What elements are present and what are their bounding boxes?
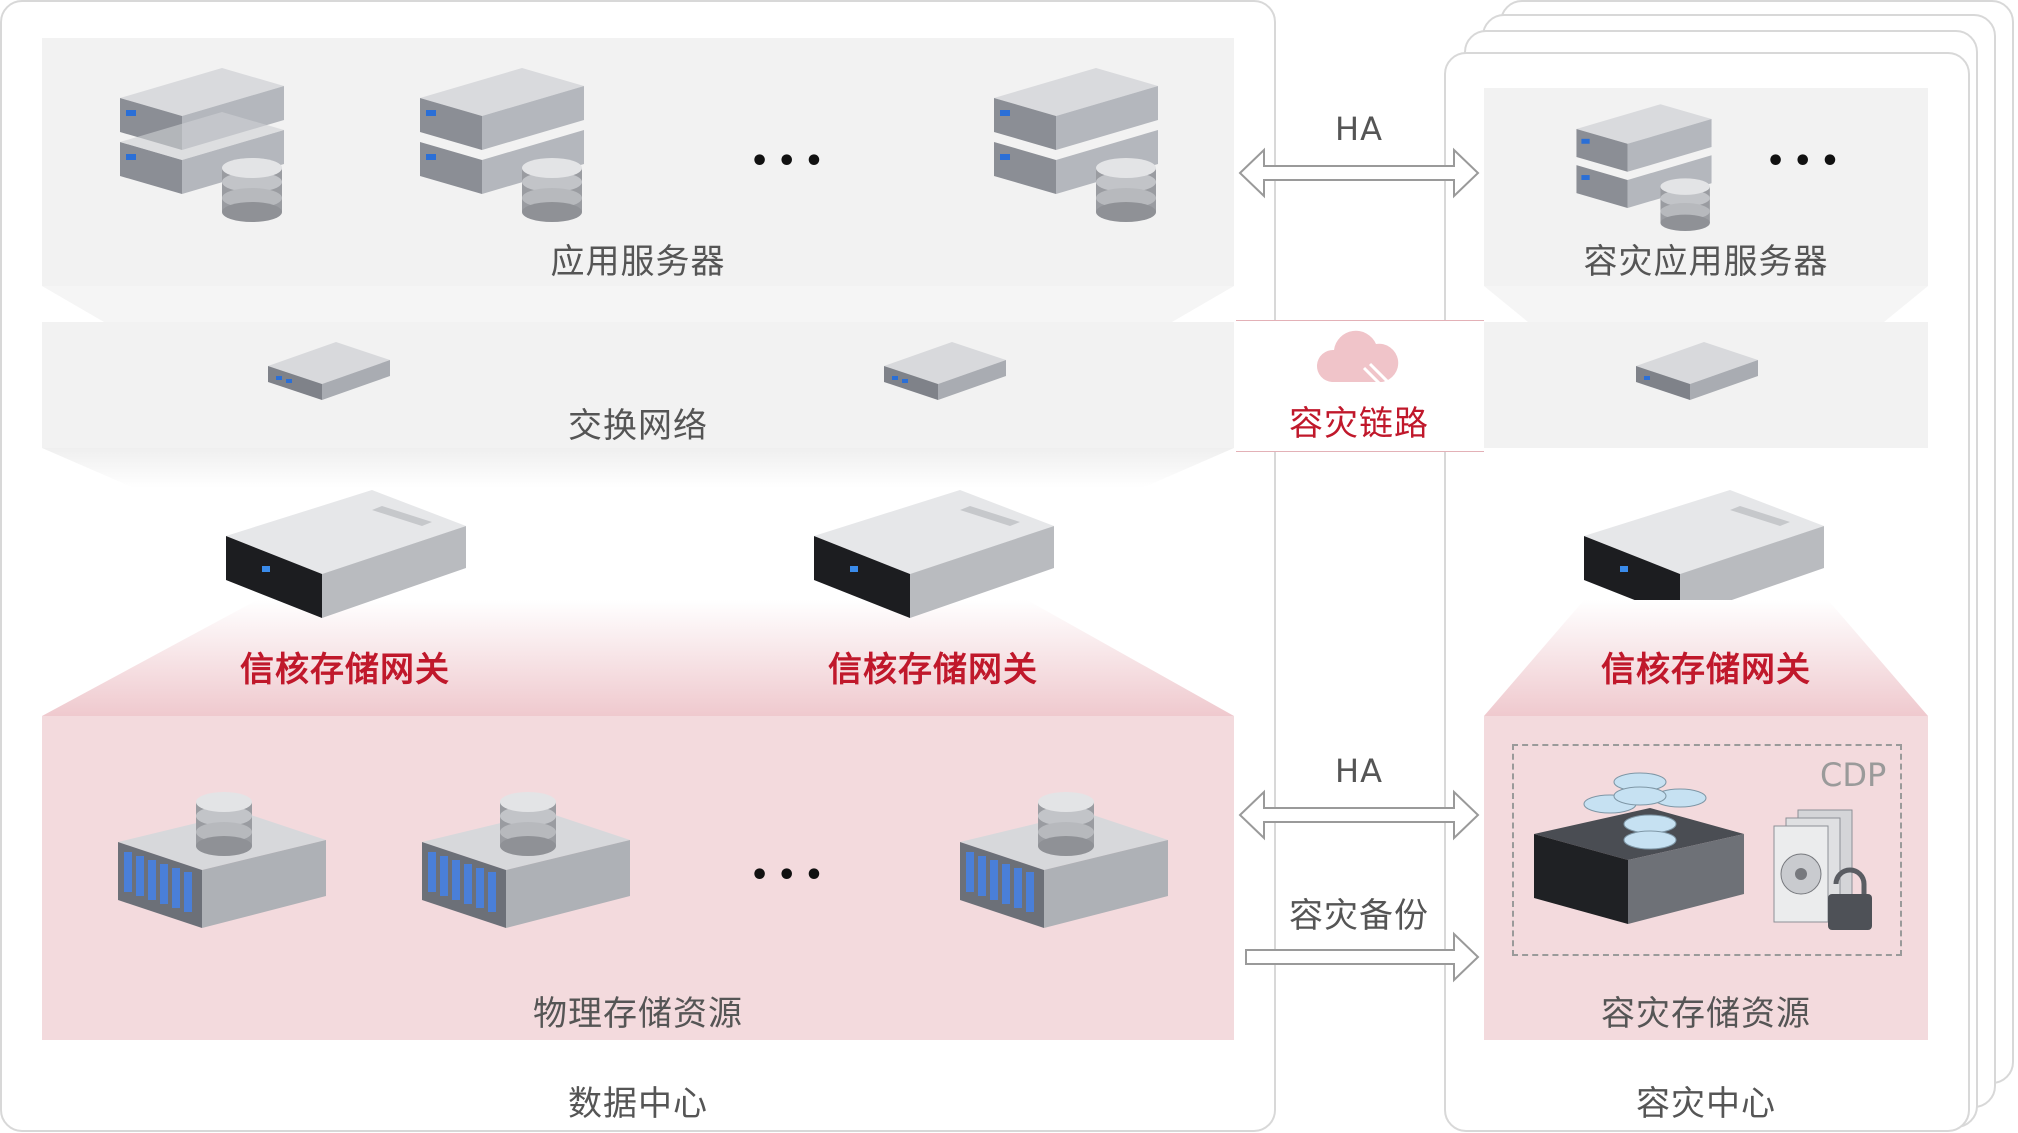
dr-gateway-appliance-icon [1584, 490, 1824, 618]
cdp-label: CDP [1820, 756, 1887, 794]
gateway-appliance-icon [814, 490, 1054, 618]
dr-app-server-icon [1576, 104, 1712, 232]
dr-center-title: 容灾中心 [1636, 1084, 1776, 1124]
data-center-title: 数据中心 [568, 1084, 708, 1124]
dr-storage-label: 容灾存储资源 [1601, 994, 1811, 1034]
dr-storage-array-icon [1534, 772, 1744, 924]
dr-gateway-label: 信核存储网关 [1601, 650, 1811, 690]
storage-array-icon [422, 792, 630, 928]
app-server-icon [420, 68, 584, 222]
app-servers-label: 应用服务器 [550, 242, 726, 282]
app-servers-band-trapezoid [42, 286, 1234, 322]
storage-ellipsis: ••• [750, 858, 832, 893]
ha-bottom-label: HA [1335, 752, 1383, 790]
gateway-appliance-icon [226, 490, 466, 618]
dr-app-band-trapezoid [1484, 286, 1928, 322]
switch-icon [268, 342, 390, 400]
app-server-icon [120, 68, 284, 222]
cdp-group-box [1512, 744, 1902, 956]
switch-band-trapezoid [42, 448, 1234, 488]
cdp-disk-lock-icon [1773, 809, 1872, 930]
switch-label: 交换网络 [568, 406, 708, 446]
dr-backup-arrow [1245, 931, 1480, 983]
storage-array-icon [960, 792, 1168, 928]
dr-link-label: 容灾链路 [1289, 404, 1429, 444]
switch-icon [884, 342, 1006, 400]
storage-array-icon [118, 792, 326, 928]
dr-gateway-pink-funnel [1484, 600, 1928, 716]
storage-label: 物理存储资源 [533, 994, 743, 1034]
dr-backup-label: 容灾备份 [1289, 896, 1429, 936]
ha-bottom-double-arrow [1238, 789, 1480, 841]
app-servers-ellipsis: ••• [750, 144, 832, 179]
ha-top-label: HA [1335, 110, 1383, 148]
dr-app-servers-label: 容灾应用服务器 [1583, 242, 1829, 282]
gateway-label-2: 信核存储网关 [828, 650, 1038, 690]
dr-switch-icon [1636, 342, 1758, 400]
ha-top-double-arrow [1238, 147, 1480, 199]
app-server-icon [994, 68, 1158, 222]
cloud-icon [1316, 330, 1399, 390]
dr-app-servers-ellipsis: ••• [1766, 144, 1848, 179]
gateway-label-1: 信核存储网关 [240, 650, 450, 690]
gateway-pink-funnel [42, 600, 1234, 716]
switch-band [42, 322, 1234, 448]
